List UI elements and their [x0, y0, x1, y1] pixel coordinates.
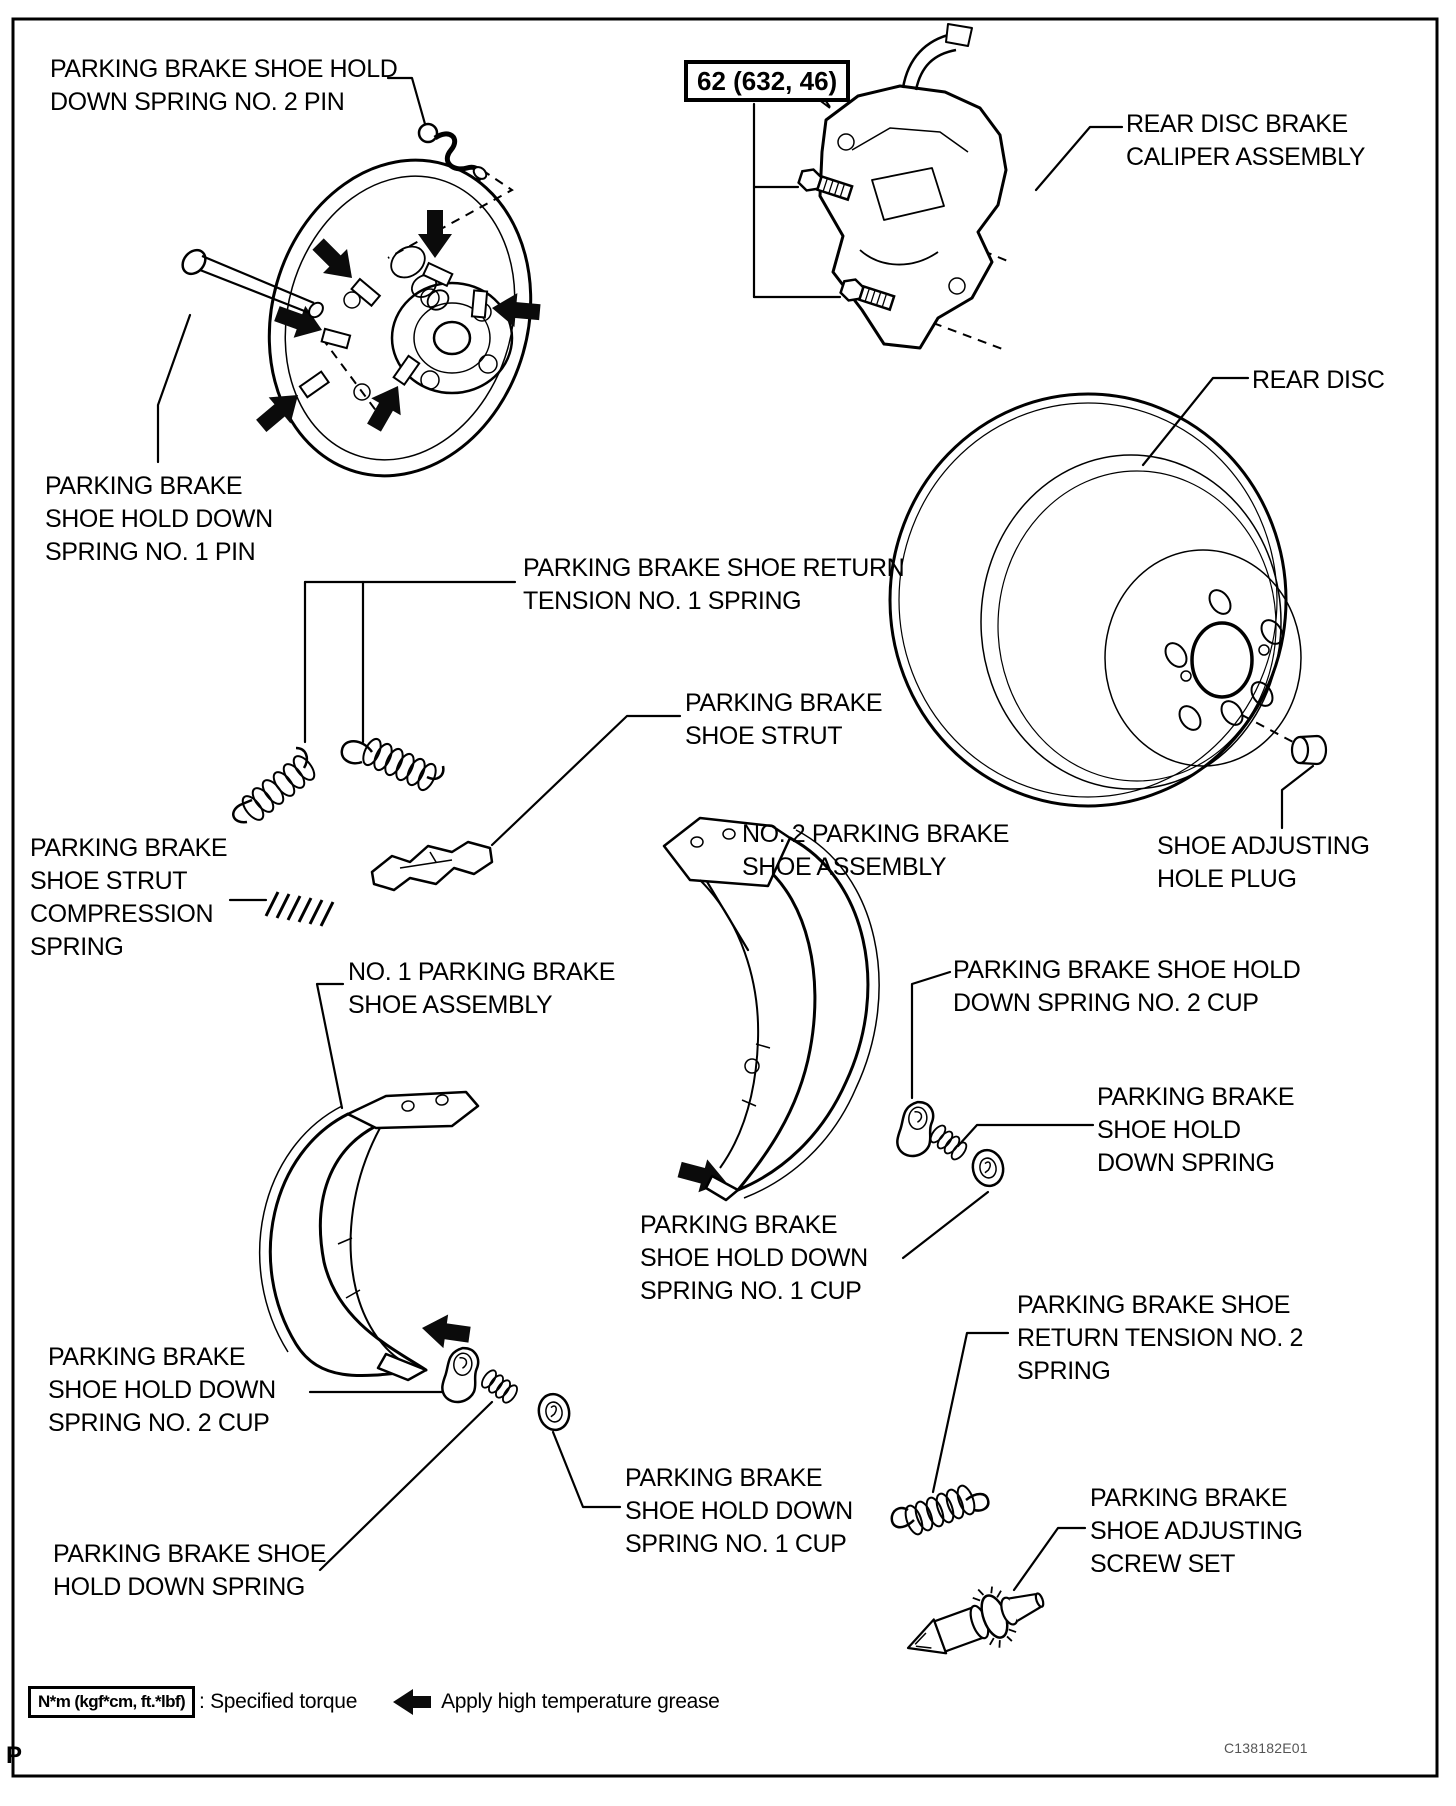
right-shoe-hold-down-parts [894, 1098, 1008, 1190]
shoe-contact-pads [298, 261, 489, 399]
shoe-web [346, 1090, 480, 1130]
label-no1-shoe-assembly: NO. 1 PARKING BRAKE SHOE ASSEMBLY [348, 958, 616, 1019]
shoe-adjusting-screw-set [906, 1586, 1045, 1655]
hub-flange [390, 281, 514, 395]
shoe-contact-pad [298, 370, 331, 399]
return-tension-no2-spring [890, 1484, 990, 1536]
legend: N*m (kgf*cm, ft.*lbf) : Specified torque… [28, 1686, 720, 1718]
shoe-adjusting-hole-plug [1290, 734, 1328, 766]
leader-line [156, 313, 192, 464]
label-shoe-adjusting-hole-plug: SHOE ADJUSTING HOLE PLUG [1157, 832, 1370, 893]
leader-line [1012, 1526, 1087, 1592]
leader-line [931, 1331, 1010, 1494]
label-rear-disc: REAR DISC [1252, 366, 1385, 394]
leader-line [551, 1430, 622, 1509]
assembly-dashed-line [321, 337, 381, 417]
shoe-contact-pad [470, 289, 489, 319]
leader-line [318, 1400, 494, 1572]
hub-bore [1190, 621, 1254, 699]
star-wheel-teeth [972, 1586, 1017, 1648]
leader-line [910, 970, 952, 1100]
leader-line [1034, 125, 1124, 192]
label-no2-shoe-assembly: NO. 2 PARKING BRAKE SHOE ASSEMBLY [742, 820, 1010, 881]
shoe-contact-pad [350, 277, 382, 308]
leader-line [1280, 764, 1315, 830]
shoe-web [662, 816, 792, 888]
leader-line [956, 1123, 1095, 1148]
label-shoe-strut: PARKING BRAKE SHOE STRUT [685, 689, 883, 750]
page-border [11, 17, 1439, 1778]
return-spring-b [340, 737, 445, 792]
hold-down-spring [481, 1369, 518, 1404]
hold-down-spring-no2-cup [894, 1098, 936, 1160]
label-adjusting-screw-set: PARKING BRAKE SHOE ADJUSTING SCREW SET [1090, 1484, 1303, 1578]
hold-down-spring-no2-cup [439, 1344, 481, 1406]
hold-down-spring-no1-pin [181, 248, 324, 319]
brake-backing-plate [267, 158, 533, 478]
label-hold-down-spring-right: PARKING BRAKE SHOE HOLD DOWN SPRING [1097, 1083, 1295, 1177]
hold-down-spring-no2-pin [417, 122, 488, 182]
shoe-contact-pad [421, 261, 454, 288]
grease-arrow-icon [419, 1311, 472, 1352]
leader-line [901, 1190, 990, 1260]
return-tension-no1-springs [232, 737, 445, 824]
grease-arrow-icon [490, 291, 542, 330]
hold-down-spring-no1-cup [968, 1146, 1008, 1190]
hold-down-spring [929, 1124, 968, 1161]
page-letter: P [6, 1742, 23, 1769]
hub-bolt-holes [343, 288, 498, 401]
label-return-tension-no1-spring: PARKING BRAKE SHOE RETURN TENSION NO. 1 … [523, 554, 905, 615]
label-return-tension-no2-spring: PARKING BRAKE SHOE RETURN TENSION NO. 2 … [1017, 1291, 1304, 1385]
hold-down-spring-no1-cup [534, 1390, 574, 1434]
grease-arrow-icon [393, 1689, 432, 1715]
leader-line [386, 76, 427, 126]
shoe-contact-pad [320, 327, 352, 350]
rear-disc [888, 392, 1302, 808]
torque-callout: 62 (632, 46) [684, 60, 851, 102]
no2-parking-brake-shoe-assembly [662, 816, 880, 1202]
figure-code: C138182E01 [1224, 1740, 1308, 1756]
torque-meaning: : Specified torque [199, 1690, 358, 1713]
no1-parking-brake-shoe-assembly [259, 1090, 480, 1382]
shoe-contact-pad [392, 354, 421, 387]
shoe-foot [376, 1352, 428, 1382]
label-caliper-assembly: REAR DISC BRAKE CALIPER ASSEMBLY [1126, 110, 1366, 171]
label-no1-cup-bottom: PARKING BRAKE SHOE HOLD DOWN SPRING NO. … [625, 1464, 853, 1558]
leader-line [315, 982, 345, 1110]
label-no1-cup-center: PARKING BRAKE SHOE HOLD DOWN SPRING NO. … [640, 1211, 868, 1305]
leader-line [490, 714, 682, 847]
rear-disc-brake-caliper [817, 23, 1008, 350]
leader-line [1141, 376, 1250, 467]
label-hold-down-spring-left: PARKING BRAKE SHOE HOLD DOWN SPRING [53, 1540, 326, 1601]
label-hold-down-spring-no2-pin: PARKING BRAKE SHOE HOLD DOWN SPRING NO. … [50, 55, 398, 116]
label-no2-cup-left: PARKING BRAKE SHOE HOLD DOWN SPRING NO. … [48, 1343, 276, 1437]
grease-arrow-icon [306, 232, 365, 291]
label-hold-down-spring-no1-pin: PARKING BRAKE SHOE HOLD DOWN SPRING NO. … [45, 472, 273, 566]
grease-meaning: Apply high temperature grease [441, 1690, 720, 1713]
label-no2-cup-right: PARKING BRAKE SHOE HOLD DOWN SPRING NO. … [953, 956, 1301, 1017]
left-shoe-hold-down-parts [439, 1344, 574, 1434]
parking-brake-shoe-strut [370, 840, 494, 892]
brake-hose [901, 32, 957, 91]
strut-compression-spring [264, 891, 335, 927]
assembly-dashed-line [1241, 714, 1294, 743]
lug-holes [1164, 589, 1284, 731]
return-spring-a [232, 746, 316, 824]
shoe-foot [704, 1174, 740, 1202]
torque-symbol-box: N*m (kgf*cm, ft.*lbf) [28, 1686, 196, 1718]
grease-arrow-icon [250, 381, 309, 439]
label-strut-compression-spring: PARKING BRAKE SHOE STRUT COMPRESSION SPR… [30, 834, 228, 961]
